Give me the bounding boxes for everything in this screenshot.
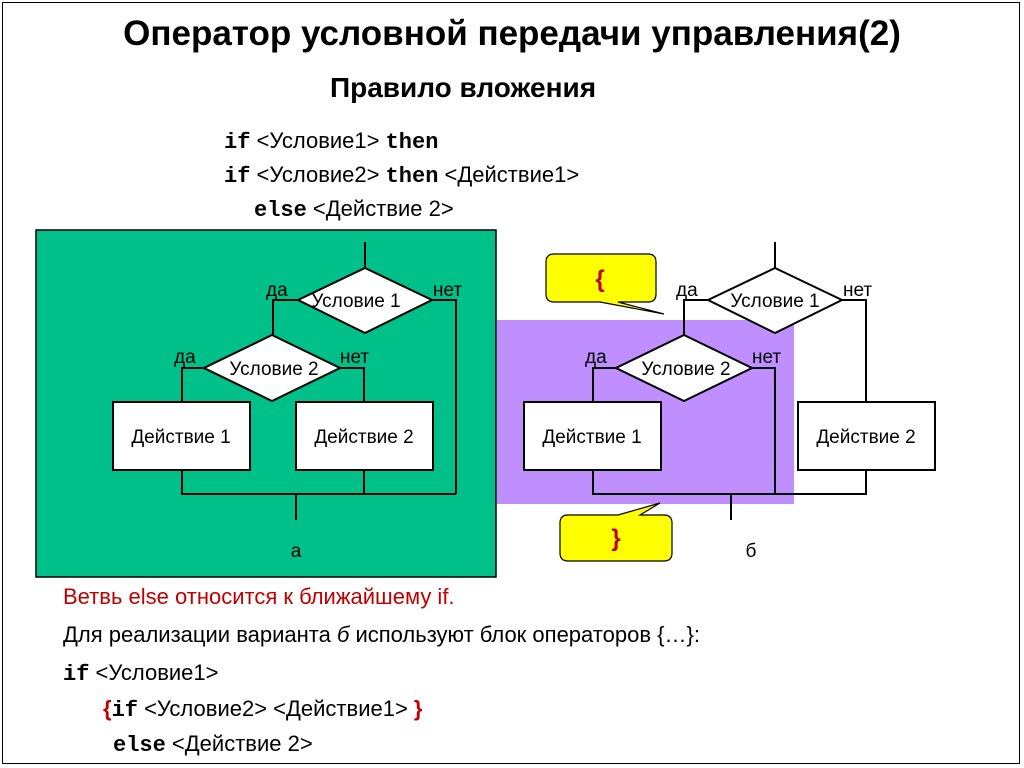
- slide-subtitle: Правило вложения: [330, 72, 597, 103]
- diagram-b-yes-label-1: да: [676, 280, 698, 301]
- block-code-line-3: else <Действие 2>: [113, 731, 313, 758]
- code-text: <Действие1>: [438, 162, 580, 187]
- callout-close-brace: [559, 502, 673, 562]
- variant-note-suffix: используют блок операторов {…}:: [349, 622, 700, 647]
- diagram-a-action2-label: Действие 2: [314, 427, 413, 448]
- block-code-line-1: if <Условие1>: [63, 660, 218, 687]
- diagram-b-lines: [592, 242, 867, 520]
- keyword-then: then: [385, 130, 439, 155]
- diagram-b-condition2-decision: [613, 333, 755, 403]
- diagram-a-condition1-label: Условие 1: [311, 291, 400, 312]
- code-text: <Условие2>: [250, 162, 386, 187]
- diagram-b-condition2-label: Условие 2: [641, 359, 730, 380]
- rule-code-line-2: if <Условие2> then <Действие1>: [224, 162, 579, 189]
- code-text: <Действие 2>: [165, 731, 313, 756]
- diagram-a-no-label-1: нет: [433, 280, 462, 301]
- keyword-if: if: [224, 130, 251, 155]
- diagram-b-action1-label: Действие 1: [542, 427, 641, 448]
- code-text: <Условие1>: [89, 660, 219, 685]
- keyword-if: if: [63, 662, 90, 687]
- code-text: <Условие2> <Действие1>: [137, 696, 414, 721]
- keyword-else: else: [113, 733, 166, 758]
- diagram-b-action1-box: [523, 401, 662, 471]
- diagram-a-action2-box: [295, 401, 434, 471]
- diagram-a-yes-label-2: да: [174, 347, 196, 368]
- diagram-a-condition1-decision: [295, 266, 435, 335]
- diagram-b-no-label-1: нет: [843, 280, 872, 301]
- diagram-a-action1-box: [112, 401, 251, 471]
- keyword-else: else: [254, 198, 307, 223]
- diagram-b-caption: б: [746, 541, 757, 562]
- diagram-b-yes-label-2: да: [585, 347, 607, 368]
- diagram-b-action2-label: Действие 2: [816, 427, 915, 448]
- variant-note-letter: б: [336, 622, 350, 647]
- diagram-b-condition1-decision: [705, 266, 845, 335]
- code-text: <Условие1>: [250, 128, 386, 153]
- callout-open-brace: [545, 253, 665, 315]
- diagram-a-condition2-decision: [201, 333, 343, 403]
- else-rule-note: Ветвь else относится к ближайшему if.: [63, 584, 455, 609]
- open-brace: {: [103, 696, 112, 721]
- diagram-b-no-label-2: нет: [752, 347, 781, 368]
- rule-code-line-1: if <Условие1> then: [224, 128, 438, 155]
- variant-note: Для реализации варианта б используют бло…: [63, 622, 700, 648]
- diagram-b-action2-box: [797, 401, 936, 471]
- slide-title: Оператор условной передачи управления(2): [123, 14, 901, 53]
- diagram-a-lines: [181, 242, 457, 520]
- callout-open-brace-text: {: [595, 266, 604, 293]
- code-text: <Действие 2>: [306, 196, 454, 221]
- diagram-a-no-label-2: нет: [340, 347, 369, 368]
- diagram-a-yes-label-1: да: [266, 280, 288, 301]
- variant-note-prefix: Для реализации варианта: [63, 622, 337, 647]
- diagram-b-condition1-label: Условие 1: [730, 291, 819, 312]
- callout-close-brace-text: }: [611, 525, 620, 552]
- close-brace: }: [413, 696, 423, 721]
- block-code-line-2: {if <Условие2> <Действие1> }: [103, 696, 422, 723]
- diagram-a-action1-label: Действие 1: [131, 427, 230, 448]
- keyword-if: if: [224, 164, 251, 189]
- keyword-then: then: [385, 164, 439, 189]
- keyword-if: if: [111, 698, 138, 723]
- diagram-a-caption: а: [291, 541, 302, 562]
- rule-code-line-3: else <Действие 2>: [254, 196, 454, 223]
- diagram-a-condition2-label: Условие 2: [229, 359, 318, 380]
